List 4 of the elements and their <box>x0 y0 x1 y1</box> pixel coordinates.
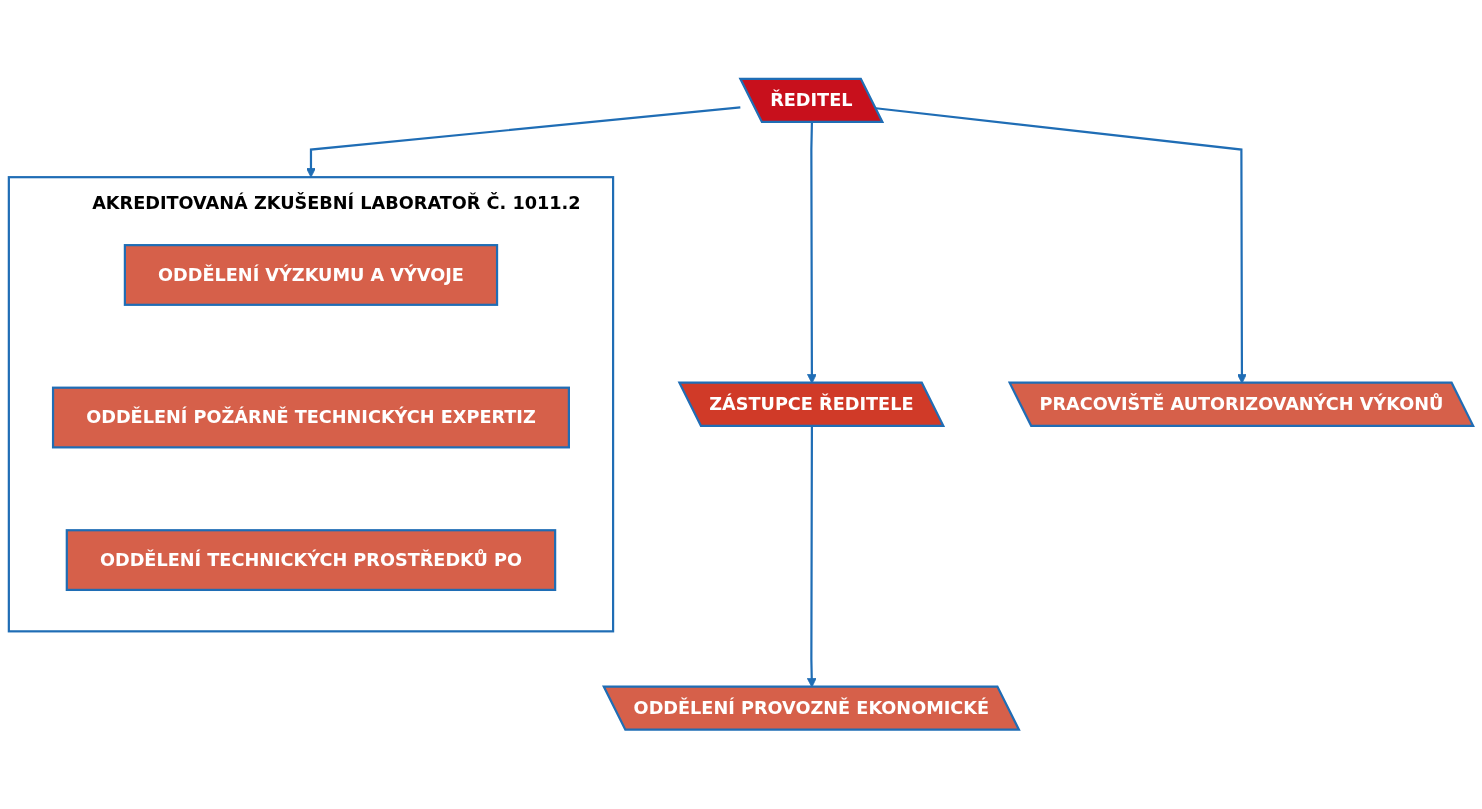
node-box: ODDĚLENÍ POŽÁRNĚ TECHNICKÝCH EXPERTIZ <box>51 386 570 449</box>
node-box: ODDĚLENÍ TECHNICKÝCH PROSTŘEDKŮ PO <box>65 529 557 592</box>
arrow <box>306 106 741 178</box>
node-box: ODDĚLENÍ VÝZKUMU A VÝVOJE <box>123 244 499 307</box>
